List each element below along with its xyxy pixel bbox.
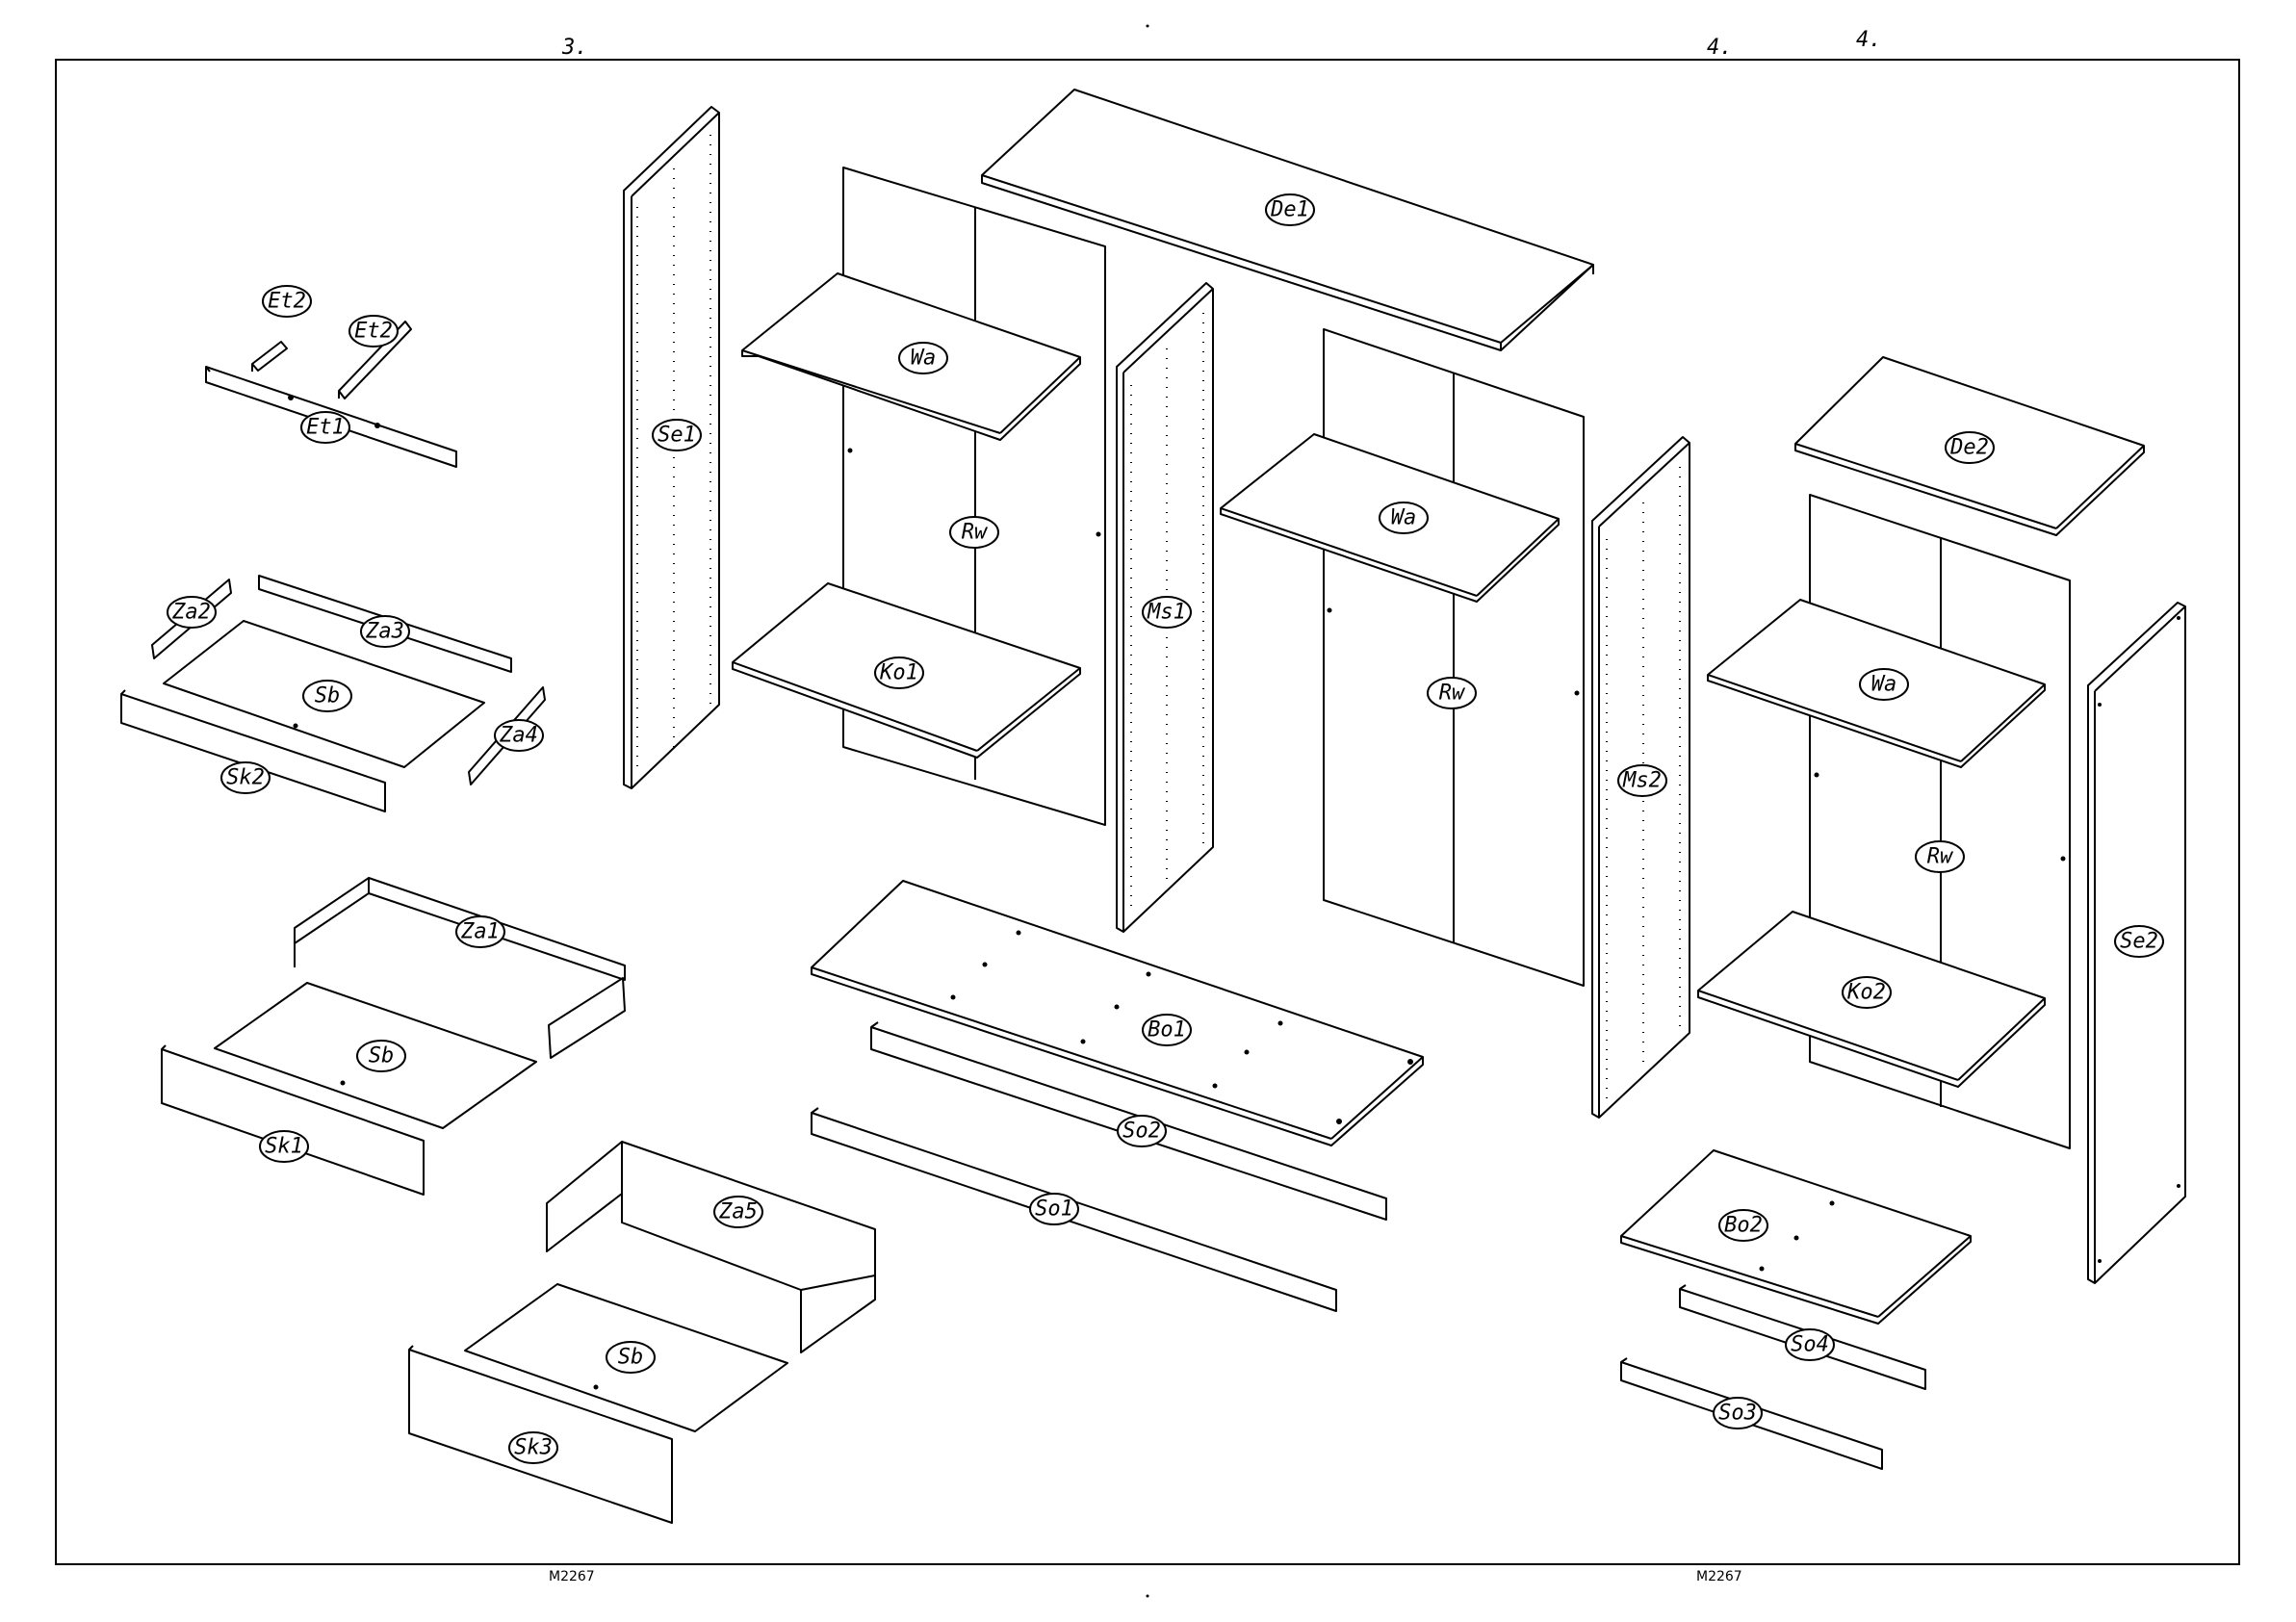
label-wa-3: Wa (1860, 669, 1908, 700)
svg-text:So1: So1 (1035, 1197, 1073, 1222)
svg-text:Sb: Sb (618, 1346, 644, 1370)
label-rw-1: Rw (950, 517, 998, 548)
svg-text:Wa: Wa (1871, 673, 1897, 697)
label-ko1: Ko1 (875, 657, 923, 688)
svg-text:Za1: Za1 (460, 920, 500, 944)
svg-text:Rw: Rw (1927, 845, 1954, 869)
svg-text:Ms1: Ms1 (1147, 601, 1186, 625)
part-rw-2 (1324, 329, 1584, 986)
svg-text:Sk2: Sk2 (226, 766, 265, 790)
label-so4: So4 (1786, 1329, 1834, 1360)
drawing-code-right: M2267 (1696, 1569, 1742, 1584)
label-sk2: Sk2 (221, 762, 270, 793)
svg-text:Rw: Rw (962, 521, 989, 545)
svg-text:So2: So2 (1122, 1120, 1161, 1144)
label-za3: Za3 (361, 616, 409, 647)
svg-text:Za3: Za3 (365, 620, 404, 644)
svg-text:Et1: Et1 (306, 416, 345, 440)
label-de2: De2 (1946, 432, 1994, 463)
svg-text:Et2: Et2 (354, 320, 393, 344)
label-so2: So2 (1118, 1116, 1166, 1146)
svg-text:De2: De2 (1949, 436, 1989, 460)
svg-text:Bo2: Bo2 (1724, 1214, 1763, 1238)
label-et1: Et1 (301, 412, 349, 443)
svg-text:De1: De1 (1270, 198, 1309, 222)
label-za2: Za2 (168, 597, 216, 628)
label-se2: Se2 (2115, 926, 2163, 957)
label-wa-1: Wa (899, 343, 947, 373)
label-sb-3: Sb (606, 1342, 655, 1373)
label-za4: Za4 (495, 720, 543, 751)
svg-text:Wa: Wa (1391, 506, 1417, 530)
svg-text:Rw: Rw (1439, 682, 1466, 706)
label-bo2: Bo2 (1719, 1210, 1767, 1241)
center-mark-top (1147, 25, 1149, 28)
svg-text:Sb: Sb (315, 684, 341, 708)
label-bo1: Bo1 (1143, 1015, 1191, 1045)
svg-text:Za4: Za4 (499, 724, 538, 748)
svg-text:Et2: Et2 (268, 290, 306, 314)
svg-text:Ms2: Ms2 (1622, 769, 1662, 793)
label-za1: Za1 (456, 916, 504, 947)
label-za5: Za5 (714, 1197, 762, 1227)
label-sb-2: Sb (357, 1041, 405, 1071)
label-so1: So1 (1030, 1194, 1078, 1224)
label-rw-2: Rw (1428, 678, 1476, 708)
label-ko2: Ko2 (1843, 977, 1891, 1008)
svg-text:So4: So4 (1791, 1333, 1829, 1357)
svg-text:Se1: Se1 (658, 424, 696, 448)
label-sb-1: Sb (303, 681, 351, 711)
part-et2-a (252, 342, 287, 372)
label-sk3: Sk3 (509, 1432, 557, 1463)
label-ms2: Ms2 (1618, 765, 1666, 796)
page-number-left: 3. (561, 36, 588, 60)
label-rw-3: Rw (1916, 841, 1964, 872)
page-number-right-b: 4. (1856, 28, 1882, 52)
svg-text:Ko2: Ko2 (1846, 981, 1886, 1005)
svg-text:Za5: Za5 (718, 1200, 758, 1224)
svg-text:Bo1: Bo1 (1148, 1018, 1186, 1043)
svg-text:Sk1: Sk1 (265, 1135, 303, 1159)
label-de1: De1 (1266, 194, 1314, 225)
svg-text:Sb: Sb (369, 1044, 395, 1068)
label-se1: Se1 (653, 420, 701, 451)
drawing-code-left: M2267 (549, 1569, 595, 1584)
svg-text:Sk3: Sk3 (514, 1436, 553, 1460)
svg-text:Ko1: Ko1 (879, 661, 918, 685)
label-sk1: Sk1 (260, 1131, 308, 1162)
page-number-right-a: 4. (1707, 36, 1733, 60)
label-et2-b: Et2 (349, 316, 398, 347)
label-wa-2: Wa (1380, 502, 1428, 533)
svg-text:Za2: Za2 (171, 601, 211, 625)
center-mark-bottom (1147, 1595, 1149, 1598)
svg-text:Wa: Wa (911, 347, 937, 371)
label-so3: So3 (1714, 1398, 1762, 1429)
svg-text:So3: So3 (1718, 1402, 1757, 1426)
part-bo2 (1621, 1150, 1971, 1324)
label-et2-a: Et2 (263, 286, 311, 317)
svg-text:Se2: Se2 (2120, 930, 2158, 954)
label-ms1: Ms1 (1143, 597, 1191, 628)
